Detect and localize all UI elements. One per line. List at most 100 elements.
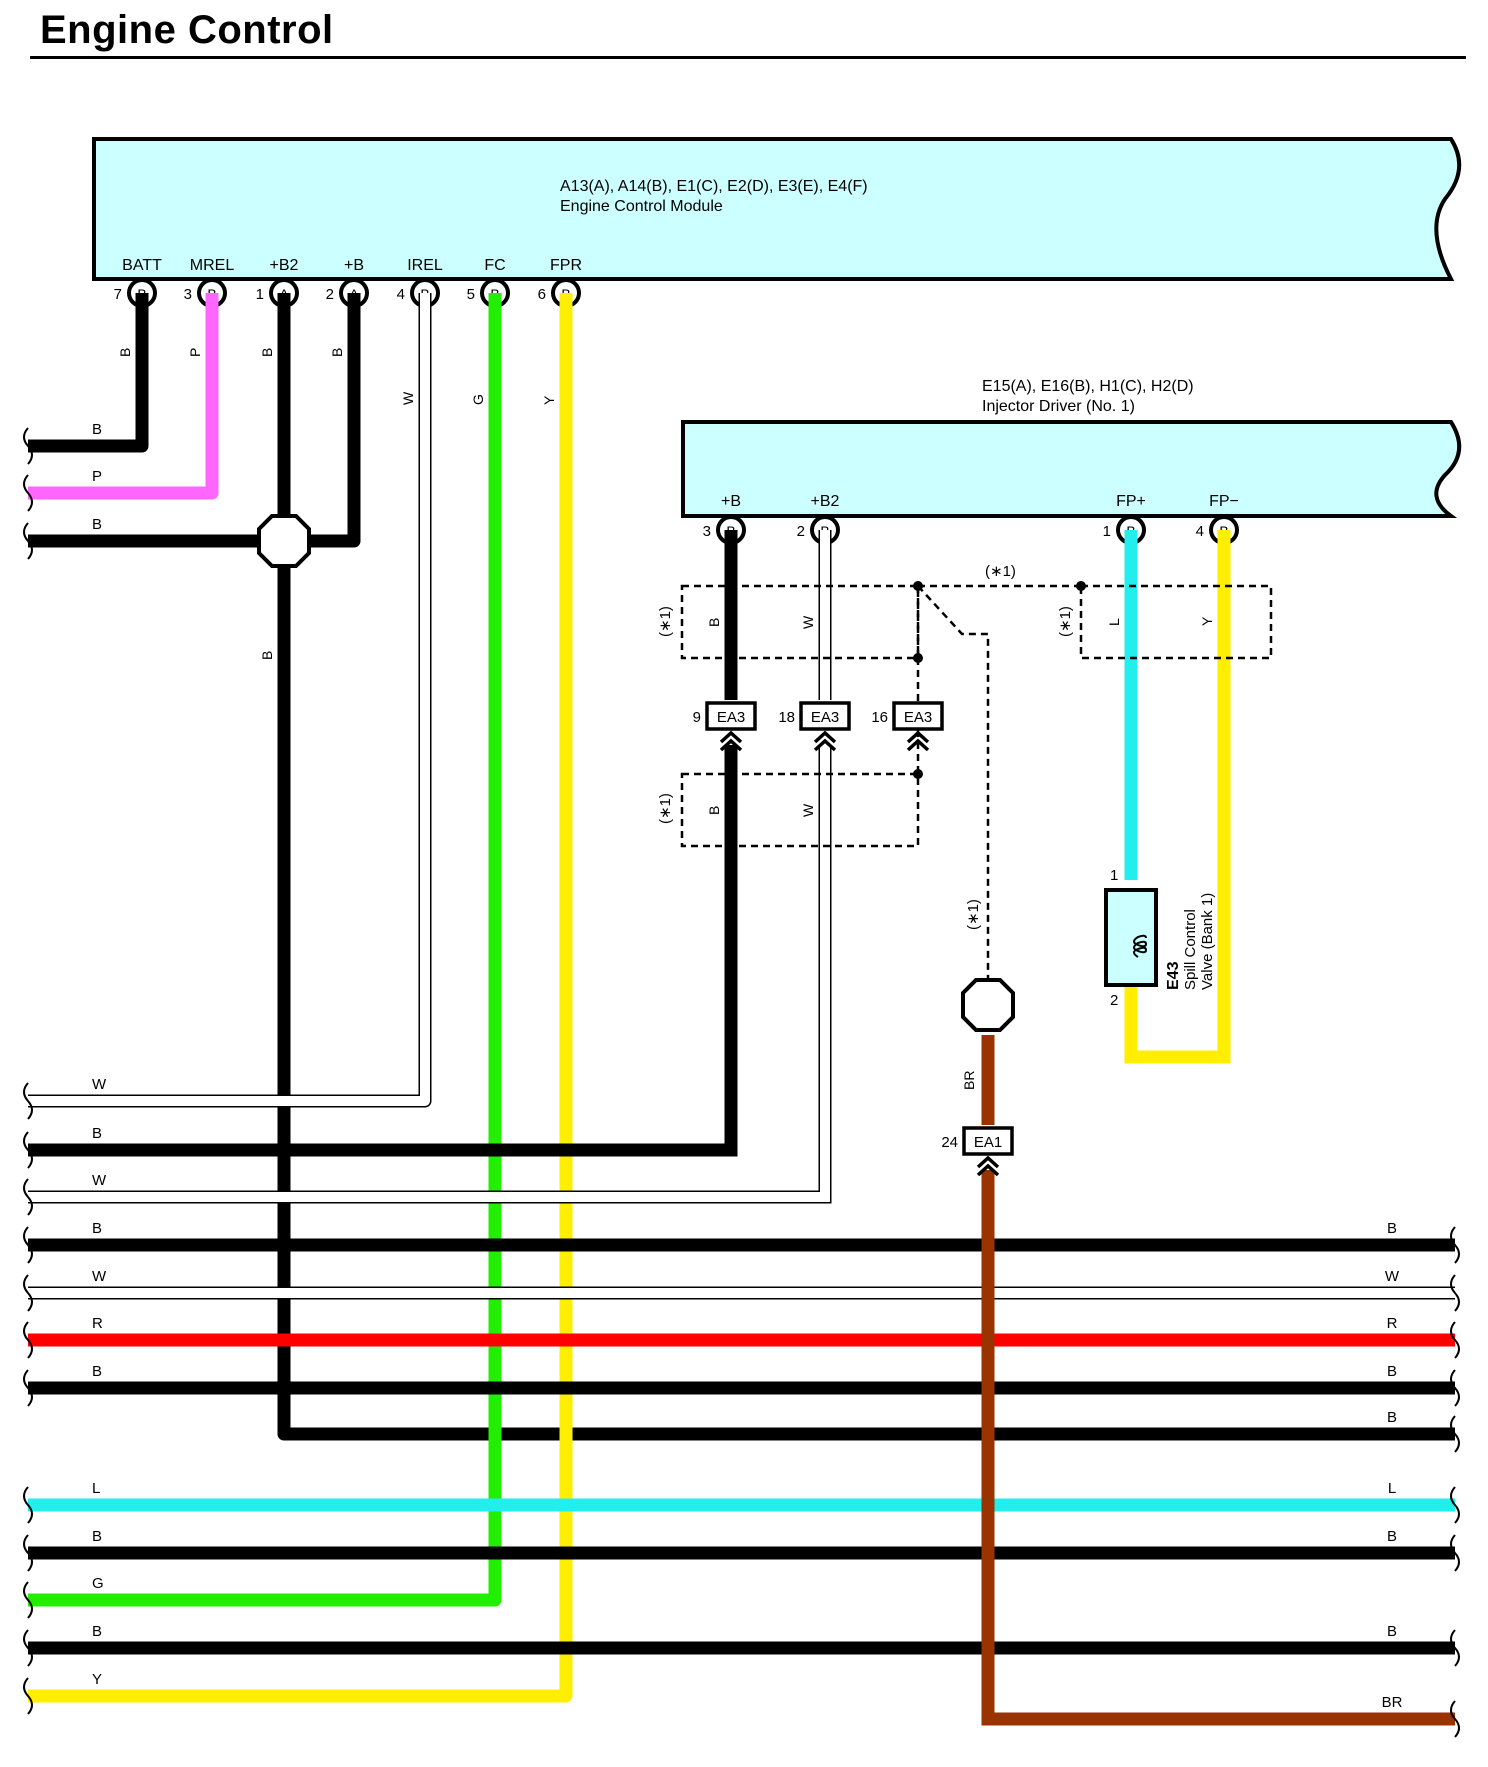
inj-pin-num: 4 xyxy=(1196,523,1204,540)
trunk-wire-letter: B xyxy=(259,651,275,660)
junction-name: EA3 xyxy=(811,709,839,726)
left-wire-label: B xyxy=(92,1125,102,1142)
shield-lower-box xyxy=(680,772,920,848)
left-wire-label: B xyxy=(92,421,102,438)
left-wire-label: W xyxy=(92,1076,107,1093)
junction-num: 18 xyxy=(778,709,795,726)
spill-name-2: Valve (Bank 1) xyxy=(1199,893,1216,990)
spill-code: E43 xyxy=(1165,961,1182,990)
inj-pin-label: FP+ xyxy=(1116,493,1146,510)
ecm-pin-label: +B xyxy=(344,257,364,274)
junction-num: 24 xyxy=(941,1134,958,1151)
junction-connector xyxy=(799,701,851,731)
ecm-pin-num: 1 xyxy=(256,286,264,303)
wire-break-mark xyxy=(23,1677,33,1715)
injector-name: Injector Driver (No. 1) xyxy=(982,398,1135,415)
spill-pin-top: 1 xyxy=(1110,867,1118,884)
ecm-ids: A13(A), A14(B), E1(C), E2(D), E3(E), E4(… xyxy=(560,178,868,195)
shield-upper-box xyxy=(680,584,920,660)
right-wire-label: B xyxy=(1387,1409,1397,1426)
left-wire-label: R xyxy=(92,1315,103,1332)
fpr-wire-letter: Y xyxy=(541,395,557,405)
ecm-pin-label: BATT xyxy=(122,257,162,274)
junction-name: EA1 xyxy=(974,1134,1002,1151)
wire-break-mark xyxy=(23,1581,33,1619)
junction-name: EA3 xyxy=(904,709,932,726)
inj-plusb-lower-wire xyxy=(28,745,738,1157)
ecm-pin-num: 3 xyxy=(184,286,192,303)
ecm-pin-num: 6 xyxy=(538,286,546,303)
fc-wire xyxy=(28,293,502,1607)
shield-note-right: (∗1) xyxy=(1057,606,1074,637)
wire-break-mark xyxy=(23,1486,33,1524)
ground-node xyxy=(961,978,1015,1032)
junction-name: EA3 xyxy=(717,709,745,726)
right-wire-label: BR xyxy=(1382,1694,1403,1711)
inj-pin-num: 3 xyxy=(703,523,711,540)
junction-connector xyxy=(962,1126,1014,1156)
ecm-pin-num: 5 xyxy=(467,286,475,303)
wire-break-mark xyxy=(1450,1226,1460,1264)
right-wire-label: B xyxy=(1387,1220,1397,1237)
shield-right-l: L xyxy=(1106,618,1122,626)
ecm-box xyxy=(92,137,1462,281)
ecm-pin-num: 7 xyxy=(114,286,122,303)
ecm-pin-label: IREL xyxy=(407,257,443,274)
wire-break-mark xyxy=(1450,1700,1460,1738)
fc-wire-letter: G xyxy=(470,394,486,405)
right-wire-label: L xyxy=(1388,1480,1396,1497)
mrel-wire xyxy=(28,293,219,500)
irel-wire xyxy=(28,293,432,1108)
shield-upper-b: B xyxy=(706,618,722,627)
wire-break-mark xyxy=(23,427,33,465)
ecm-pin-num: 4 xyxy=(397,286,405,303)
left-wire-label: B xyxy=(92,1363,102,1380)
right-wire-label: B xyxy=(1387,1623,1397,1640)
inj-pin-num: 1 xyxy=(1103,523,1111,540)
wire-break-mark xyxy=(23,1629,33,1667)
wire-break-mark xyxy=(23,1369,33,1407)
ecm-name: Engine Control Module xyxy=(560,198,723,215)
page-title: Engine Control xyxy=(40,8,334,52)
wire-break-mark xyxy=(1450,1415,1460,1453)
title-underline xyxy=(30,56,1466,59)
wire-break-mark xyxy=(23,522,33,560)
wire-break-mark xyxy=(23,1274,33,1312)
shield-ground-dashed xyxy=(916,584,1081,980)
ground-wire-label: BR xyxy=(961,1071,977,1090)
wire-break-mark xyxy=(23,1226,33,1264)
mrel-wire-letter: P xyxy=(187,348,203,357)
coil-icon xyxy=(1133,934,1148,958)
shield-note-ground: (∗1) xyxy=(965,899,982,930)
wire-break-mark xyxy=(1450,1321,1460,1359)
b2-trunk-wire xyxy=(277,293,1455,1441)
ecm-pin-label: MREL xyxy=(190,257,235,274)
junction-chevron-icon xyxy=(813,730,837,752)
b2-wire-letter: B xyxy=(259,348,275,357)
plusb-wire xyxy=(284,293,361,548)
shield-note-top: (∗1) xyxy=(985,563,1016,580)
ecm-pin-num: 2 xyxy=(326,286,334,303)
right-wire-label: W xyxy=(1385,1268,1400,1285)
wire-break-mark xyxy=(23,1321,33,1359)
junction-chevron-icon xyxy=(976,1155,1000,1177)
spill-valve-box xyxy=(1104,888,1158,987)
ecm-pin-label: +B2 xyxy=(270,257,299,274)
wire-break-mark xyxy=(1450,1486,1460,1524)
splice-node xyxy=(257,514,311,568)
wire-break-mark xyxy=(23,1082,33,1120)
wire-break-mark xyxy=(1450,1534,1460,1572)
spill-name-1: Spill Control xyxy=(1182,909,1199,990)
injector-ids: E15(A), E16(B), H1(C), H2(D) xyxy=(982,378,1194,395)
right-wire-label: R xyxy=(1387,1315,1398,1332)
junction-num: 16 xyxy=(871,709,888,726)
ecm-pin-label: FC xyxy=(484,257,505,274)
left-wire-label: B xyxy=(92,1220,102,1237)
left-wire-label: B xyxy=(92,1528,102,1545)
shield-lower-w: W xyxy=(800,803,816,817)
wire-break-mark xyxy=(23,1534,33,1572)
junction-chevron-icon xyxy=(719,730,743,752)
batt-wire xyxy=(28,293,149,453)
ecm-pin-label: FPR xyxy=(550,257,582,274)
wire-break-mark xyxy=(23,474,33,512)
